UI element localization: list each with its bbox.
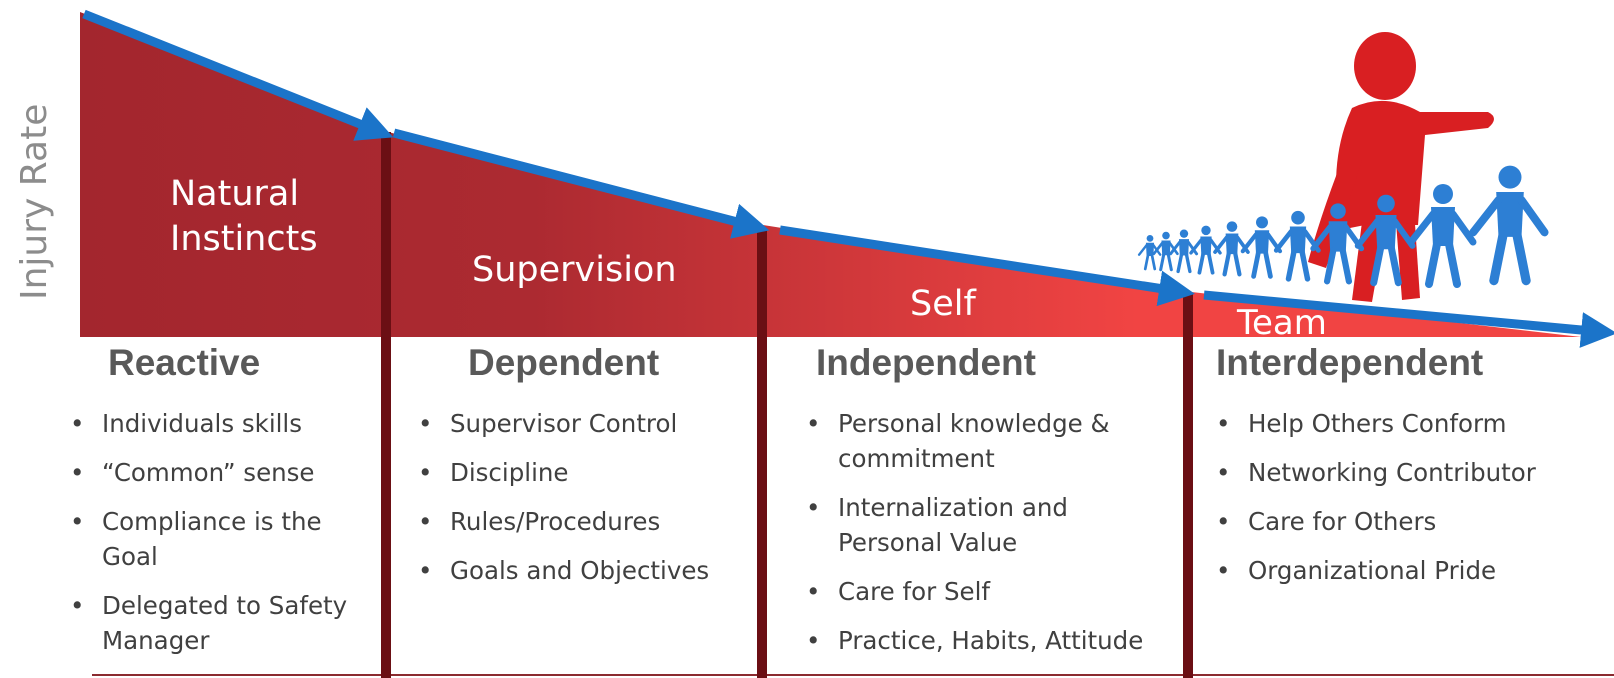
zone-label-line: Natural [170,174,300,214]
team-person-icon [1273,210,1321,282]
zone-label-natural-instincts: Natural Instincts [170,172,318,262]
zone-label-line: Supervision [472,250,677,290]
bullet-line: “Common” sense [102,458,315,487]
team-person-icon [1354,194,1416,287]
stage-column-independent: Independent Personal knowledge & commitme… [802,342,1182,672]
zone-label-supervision: Supervision [472,248,677,293]
stage-heading: Reactive [108,342,261,383]
bullet-line: Rules/Procedures [450,507,661,536]
stage-heading: Dependent [468,342,660,383]
zone-label-line: Self [910,284,976,324]
blue-team-figures [1137,165,1549,288]
bullet-line: Organizational Pride [1248,556,1497,585]
bullet-line: Care for Others [1248,507,1437,536]
team-person-icon [1137,234,1162,271]
injury-rate-area [80,12,1590,338]
bullet-item: Supervisor Control [414,406,754,441]
bullet-line: Supervisor Control [450,409,678,438]
stage-column-dependent: Dependent Supervisor Control Discipline … [414,342,754,602]
zone-label-line: Instincts [170,218,318,259]
bullet-item: Care for Self [802,574,1182,609]
y-axis-label: Injury Rate [14,103,55,300]
bullet-item: Organizational Pride [1212,553,1612,588]
stage-bullets: Supervisor Control Discipline Rules/Proc… [414,406,754,588]
trend-arrows [82,9,1614,348]
bullet-item: Care for Others [1212,504,1612,539]
bullet-line: Delegated to Safety [102,591,348,620]
bullet-line: Individuals skills [102,409,303,438]
bullet-line: Practice, Habits, Attitude [838,626,1144,655]
leader-figure [1308,32,1494,302]
team-illustration [1137,32,1549,302]
trend-arrow [779,225,1195,307]
stage-heading: Interdependent [1216,342,1484,383]
bullet-line: commitment [838,444,995,473]
bullet-item: Rules/Procedures [414,504,754,539]
team-person-icon [1407,184,1477,288]
stage-column-reactive: Reactive Individuals skills “Common” sen… [66,342,366,672]
bullet-line: Internalization and [838,493,1068,522]
bullet-line: Manager [102,626,210,655]
stage-bullets: Individuals skills “Common” sense Compli… [66,406,366,658]
bullet-line: Personal knowledge & [838,409,1110,438]
stage-dividers [381,132,1193,678]
bullet-line: Help Others Conform [1248,409,1507,438]
trend-arrow [392,128,770,239]
zone-label-line: Team [1237,303,1327,343]
bullet-line: Goals and Objectives [450,556,710,585]
trend-arrow [1203,290,1614,348]
zone-label-team: Team [1237,302,1327,346]
bullet-item: Networking Contributor [1212,455,1612,490]
team-person-icon [1152,231,1179,272]
bullet-line: Compliance is the [102,507,322,536]
bullet-item: Individuals skills [66,406,366,441]
bullet-line: Personal Value [838,528,1018,557]
bullet-item: Discipline [414,455,754,490]
team-person-icon [1189,225,1222,275]
team-person-icon [1213,221,1250,277]
trend-arrow [82,9,394,141]
bullet-item: Goals and Objectives [414,553,754,588]
bullet-line: Networking Contributor [1248,458,1536,487]
bullet-item: Practice, Habits, Attitude [802,623,1182,658]
bullet-line: Care for Self [838,577,991,606]
stage-column-interdependent: Interdependent Help Others Conform Netwo… [1212,342,1612,602]
bullet-item: Help Others Conform [1212,406,1612,441]
bullet-line: Discipline [450,458,569,487]
stage-bullets: Help Others Conform Networking Contribut… [1212,406,1612,588]
team-person-icon [1240,216,1283,279]
bullet-item: Personal knowledge & commitment [802,406,1182,476]
zone-label-self: Self [910,282,976,327]
team-person-icon [1169,229,1199,274]
stage-heading: Independent [816,342,1036,383]
team-person-icon [1469,165,1549,286]
stage-bullets: Personal knowledge & commitment Internali… [802,406,1182,658]
bullet-line: Goal [102,542,158,571]
bullet-item: “Common” sense [66,455,366,490]
